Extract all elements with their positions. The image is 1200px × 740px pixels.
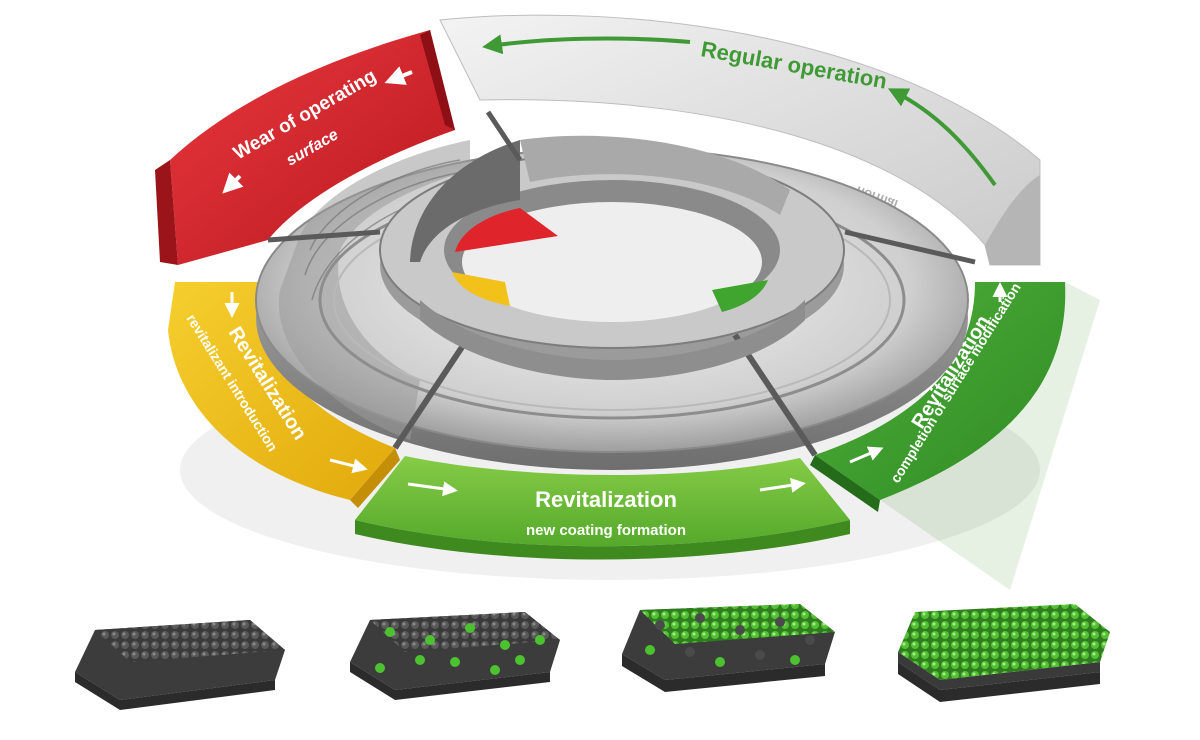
bearing-ring <box>255 110 976 470</box>
intro-arrow-bottom <box>329 458 368 474</box>
wear-arrow-bottom <box>222 172 244 194</box>
surface-sample-worn <box>75 620 285 710</box>
hub-green-sector <box>712 280 768 312</box>
segment-revit-coating: Revitalization new coating formation <box>355 456 850 560</box>
surface-sample-introduction <box>350 612 560 700</box>
hub-red-sector <box>455 208 558 252</box>
coating-arrow-right <box>759 477 806 493</box>
coating-title: Revitalization <box>535 487 677 512</box>
hub-yellow-sector <box>452 272 510 306</box>
wear-arrow-top <box>384 66 413 85</box>
surface-sample-modified <box>898 604 1110 702</box>
regular-arrow-upper <box>482 34 691 55</box>
surface-sample-formation <box>622 604 835 692</box>
coating-arrow-left <box>407 481 458 497</box>
regular-arrow-right <box>887 88 997 187</box>
completion-arrow-bottom <box>849 446 884 464</box>
coating-subtitle: new coating formation <box>526 522 686 539</box>
